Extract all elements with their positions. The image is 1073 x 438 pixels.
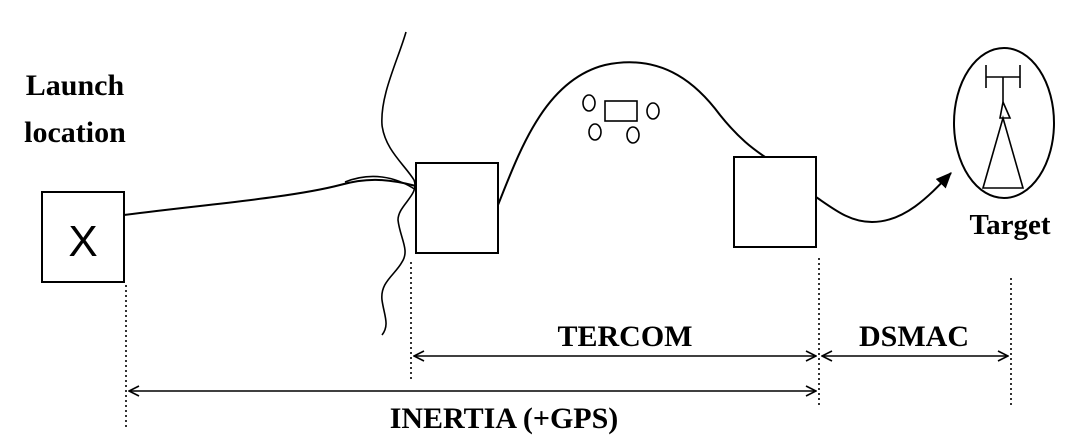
terrain-feature-1 xyxy=(582,94,596,112)
terrain-feature-3 xyxy=(588,123,602,141)
coastline-fork xyxy=(344,175,417,191)
terrain-feature-2 xyxy=(646,102,660,120)
tercom-end-box xyxy=(733,156,817,248)
dsmac-label: DSMAC xyxy=(859,320,969,353)
target-ellipse xyxy=(953,47,1055,199)
launch-marker: X xyxy=(68,217,97,266)
tercom-start-box xyxy=(415,162,499,254)
coastline xyxy=(381,31,416,336)
inertia-label: INERTIA (+GPS) xyxy=(390,402,619,435)
terrain-building xyxy=(604,100,638,122)
antenna-tower-icon xyxy=(981,65,1025,189)
target-label: Target xyxy=(969,209,1050,241)
flight-path-terrain xyxy=(497,61,766,206)
launch-label-line1: Launch xyxy=(26,69,125,102)
flight-path-inertial xyxy=(123,178,417,216)
launch-label-line2: location xyxy=(24,116,126,149)
flight-path-terminal xyxy=(815,172,952,224)
terrain-feature-4 xyxy=(626,126,640,144)
launch-box xyxy=(41,191,125,283)
tercom-label: TERCOM xyxy=(558,320,693,353)
